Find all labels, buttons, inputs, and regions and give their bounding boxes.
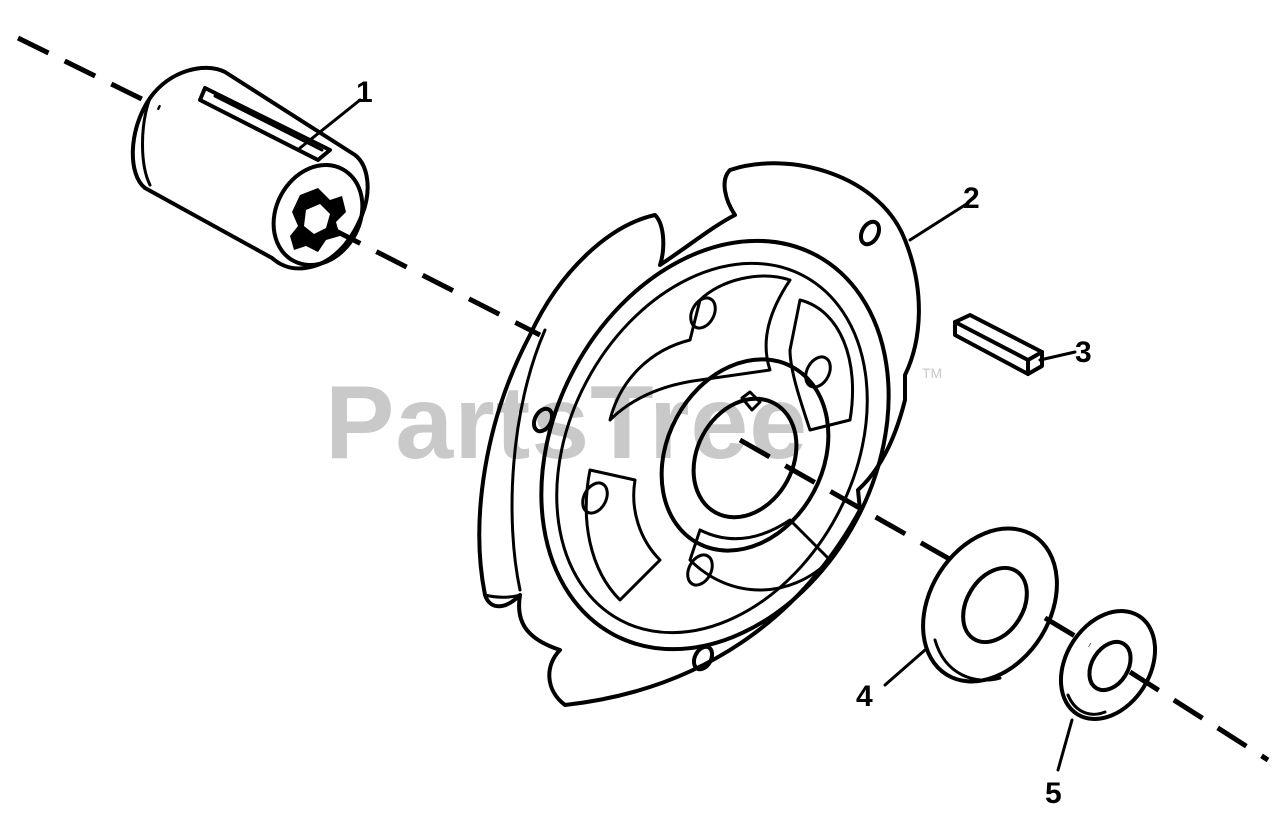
callout-number-5: 5 xyxy=(1045,777,1062,810)
callout-number-3: 3 xyxy=(1075,336,1092,369)
watermark: PartsTree TM xyxy=(325,365,942,481)
callout-number-1: 1 xyxy=(356,76,373,109)
part-5-small-washer: 5 xyxy=(1045,609,1158,810)
callout-number-2: 2 xyxy=(963,182,980,215)
watermark-trademark: TM xyxy=(922,365,942,381)
callout-number-4: 4 xyxy=(856,680,873,713)
part-4-large-washer: 4 xyxy=(856,526,1059,713)
part-1-coupler: 1 xyxy=(130,65,373,271)
part-3-key: 3 xyxy=(953,313,1092,376)
part-2-flange-plate: 2 xyxy=(477,161,980,707)
center-axis xyxy=(16,35,1270,763)
